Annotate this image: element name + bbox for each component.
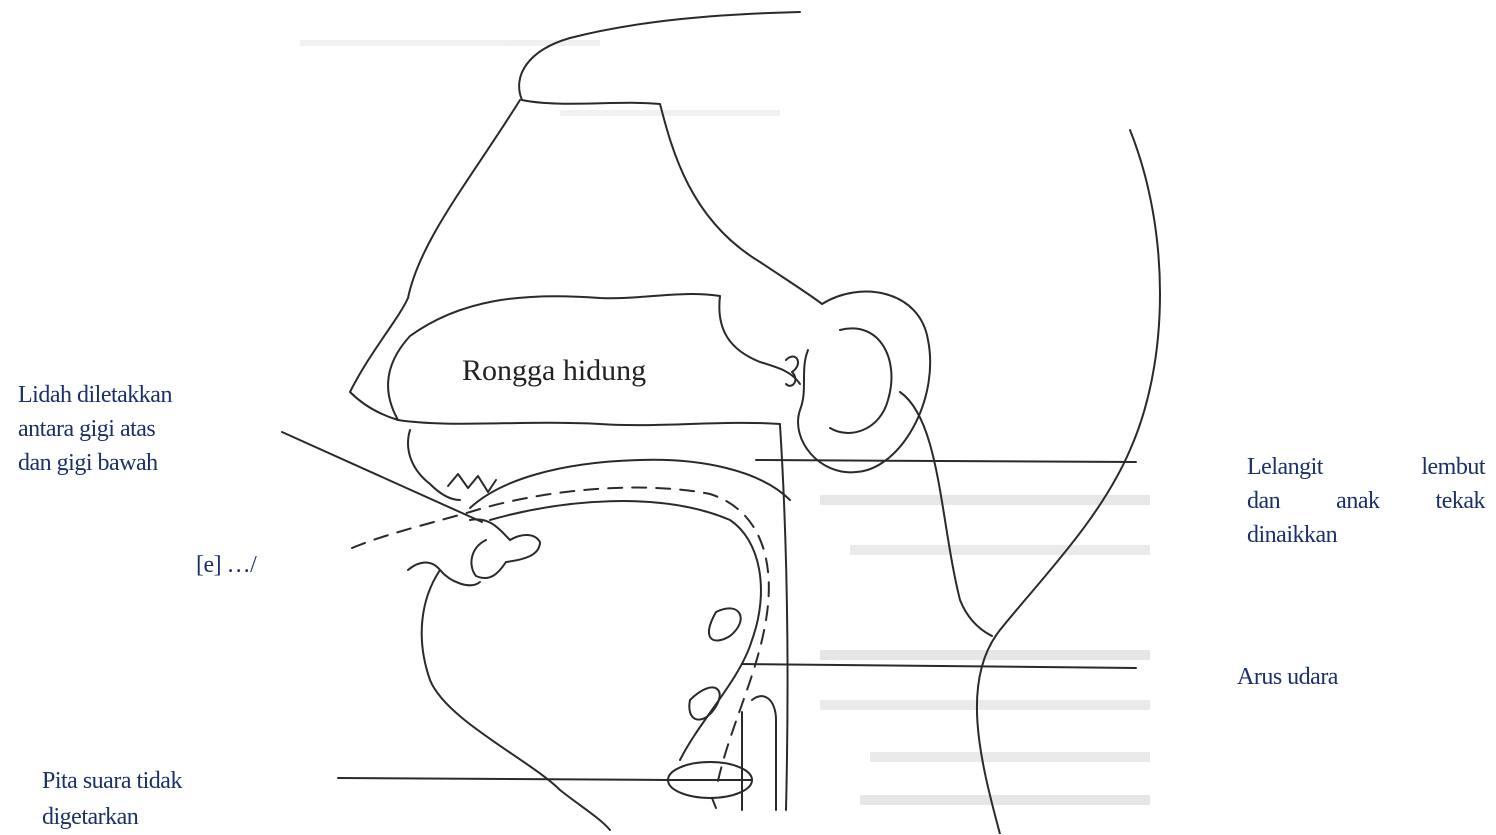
leader-velum	[756, 460, 1136, 462]
head-outline	[519, 12, 822, 304]
leader-airflow	[742, 664, 1136, 668]
larynx-fold	[689, 687, 719, 719]
airflow-label-text: Arus udara	[1237, 660, 1338, 694]
pharynx-back	[780, 425, 788, 810]
tongue-label-line-3: dan gigi bawah	[18, 446, 172, 480]
upper-lip	[408, 430, 460, 500]
lower-lip	[408, 563, 480, 586]
vocal-folds-label: Pita suara tidak digetarkan	[42, 763, 182, 835]
neck-back	[900, 392, 992, 636]
velum-label-line-3: dinaikkan	[1247, 518, 1485, 552]
vowel-symbol: [e] …/	[196, 548, 256, 582]
lower-teeth	[470, 519, 540, 578]
chin-outline	[422, 570, 610, 830]
leader-vocal-folds	[338, 778, 668, 780]
ear-outline	[798, 292, 930, 473]
vocal-folds-label-line-2: digetarkan	[42, 799, 182, 835]
back-of-head	[977, 130, 1160, 834]
velum-label-line-1: Lelangit lembut	[1247, 450, 1485, 484]
epiglottis	[709, 608, 741, 640]
velum-label-line-2: dan anak tekak	[1247, 484, 1485, 518]
pharynx-front	[490, 501, 761, 760]
tongue-label-line-2: antara gigi atas	[18, 412, 172, 446]
tongue-position-label: Lidah diletakkan antara gigi atas dan gi…	[18, 378, 172, 480]
velum-label: Lelangit lembut dan anak tekak dinaikkan	[1247, 450, 1485, 552]
trachea-tube	[752, 696, 776, 810]
upper-teeth	[448, 474, 496, 492]
nasal-cavity-label: Rongga hidung	[462, 354, 646, 387]
leader-tongue	[282, 432, 482, 522]
ear-inner	[830, 328, 891, 433]
vowel-symbol-label: [e] …/	[196, 548, 256, 582]
airflow-label: Arus udara	[1237, 660, 1338, 694]
tongue-label-line-1: Lidah diletakkan	[18, 378, 172, 412]
airflow-path	[352, 488, 769, 790]
vocal-folds-label-line-1: Pita suara tidak	[42, 763, 182, 799]
hard-palate-outline	[398, 420, 780, 425]
